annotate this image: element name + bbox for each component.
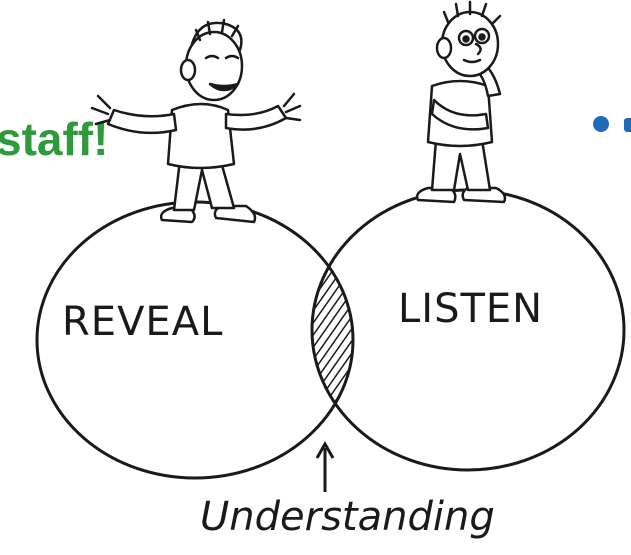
bullet-dot	[593, 116, 609, 132]
venn-right-label: LISTEN	[398, 286, 543, 332]
listening-person-figure	[415, 0, 507, 204]
venn-left-label: REVEAL	[62, 299, 223, 345]
bullet-text-fragment	[624, 118, 631, 132]
revealing-person-figure	[90, 18, 302, 224]
overlap-label: Understanding	[200, 494, 495, 540]
slide-headline: staff!	[0, 113, 109, 165]
overlap-arrow	[315, 440, 335, 492]
